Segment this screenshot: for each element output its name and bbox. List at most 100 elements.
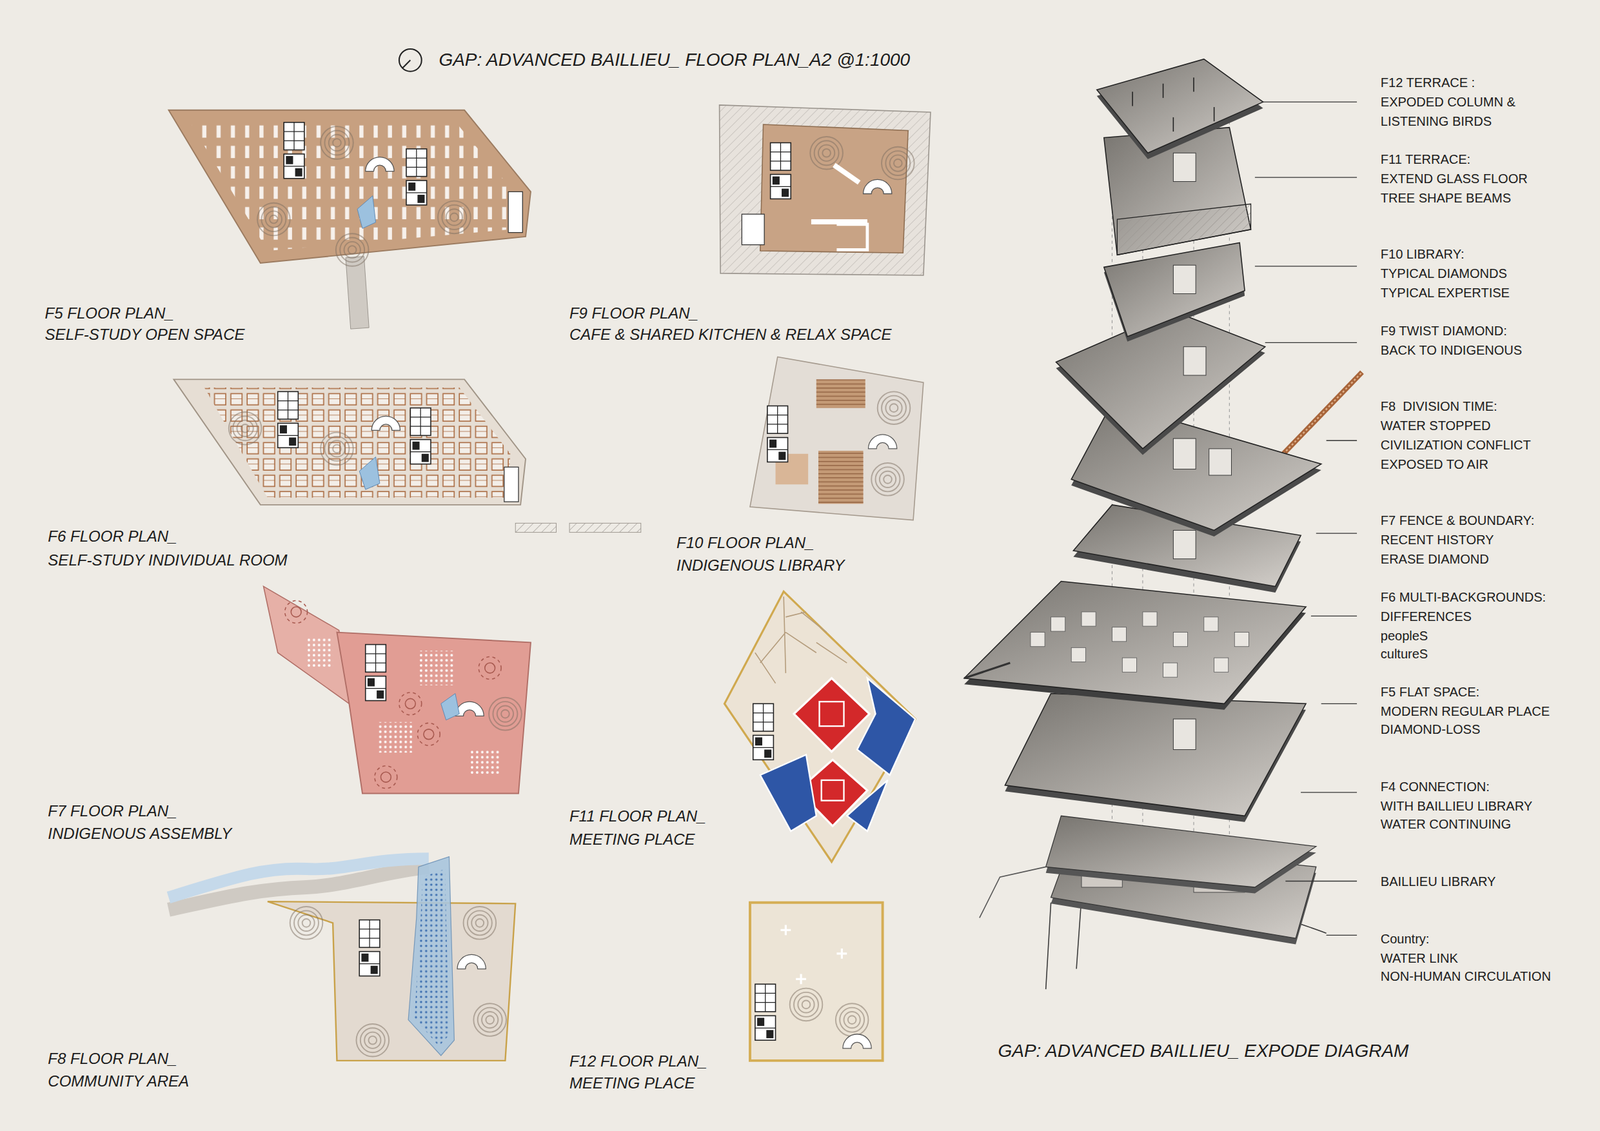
exploded-axonometric	[1030, 632, 1045, 647]
f8-plan	[168, 857, 516, 1061]
plan-caption: INDIGENOUS LIBRARY	[676, 555, 845, 575]
f5-plan	[168, 110, 531, 264]
f11-plan	[755, 596, 847, 683]
callout-text: F6 MULTI-BACKGROUNDS:	[1380, 589, 1546, 605]
f7-plan	[263, 586, 531, 794]
f12-plan	[790, 988, 823, 1022]
callout-text: WATER CONTINUING	[1380, 816, 1512, 832]
f8-plan	[290, 906, 324, 940]
f7-plan	[418, 650, 456, 686]
f5-plan	[437, 201, 471, 235]
plan-caption: F9 FLOOR PLAN_	[569, 303, 699, 323]
f5-plan	[283, 122, 305, 179]
f5-plan	[335, 233, 369, 267]
f6-plan	[569, 523, 642, 533]
callout-text: MODERN REGULAR PLACE	[1380, 703, 1550, 720]
exploded-axonometric	[1163, 662, 1178, 678]
callout-text: F7 FENCE & BOUNDARY:	[1380, 512, 1535, 529]
f5-plan	[320, 126, 354, 160]
f11-plan	[755, 612, 847, 684]
board-title: GAP: ADVANCED BAILLIEU_ FLOOR PLAN_A2 @1…	[438, 49, 910, 72]
f11-plan	[846, 780, 888, 832]
callout-text: F10 LIBRARY:	[1380, 246, 1465, 262]
f11-plan	[724, 591, 916, 862]
f9-plan	[809, 136, 843, 170]
f11-plan	[821, 780, 845, 801]
exploded-axonometric	[1173, 117, 1175, 132]
callout-text: WATER LINK	[1380, 950, 1459, 967]
exploded-axonometric	[979, 866, 1047, 918]
f9-plan	[881, 147, 915, 180]
exploded-axonometric	[1162, 83, 1165, 99]
leader-lines	[1300, 791, 1357, 793]
exploded-axonometric	[1193, 77, 1195, 92]
exploded-axonometric	[1046, 815, 1317, 888]
plan-caption: F12 FLOOR PLAN_	[569, 1051, 707, 1071]
exploded-axonometric	[964, 662, 1010, 679]
f11-plan	[724, 591, 916, 862]
plan-caption: MEETING PLACE	[569, 1074, 696, 1094]
plan-caption: F8 FLOOR PLAN_	[47, 1049, 177, 1069]
f6-plan	[228, 412, 262, 445]
leader-lines	[1254, 101, 1357, 936]
plan-caption: F6 FLOOR PLAN_	[47, 527, 177, 547]
leader-lines	[1254, 177, 1357, 178]
f12-plan	[750, 902, 883, 1061]
f10-plan	[877, 391, 911, 425]
f8-plan	[457, 954, 486, 969]
exploded-axonometric	[1213, 107, 1215, 122]
exploded-axonometric	[1071, 403, 1321, 531]
exploded-axonometric	[1173, 719, 1196, 750]
f6-plan	[359, 457, 380, 491]
f7-plan	[263, 586, 350, 704]
f11-plan	[760, 754, 817, 832]
f11-plan	[819, 701, 845, 727]
f9-plan	[719, 105, 931, 276]
exploded-axonometric	[1081, 612, 1096, 627]
f10-plan	[871, 463, 905, 496]
plan-caption: F11 FLOOR PLAN_	[569, 806, 707, 826]
exploded-axonometric	[1204, 617, 1219, 632]
exploded-axonometric	[1280, 372, 1363, 457]
leader-lines	[1265, 342, 1357, 344]
exploded-axonometric	[1111, 627, 1126, 642]
exploded-axonometric	[1071, 647, 1086, 662]
callout-text: Country:	[1380, 931, 1430, 947]
f10-plan	[750, 357, 924, 521]
exploded-axonometric	[1173, 530, 1196, 559]
f11-plan	[760, 596, 817, 674]
f6-plan	[515, 523, 556, 533]
callout-text: BACK TO INDIGENOUS	[1380, 342, 1522, 358]
f10-plan	[816, 379, 866, 408]
north-symbol	[399, 49, 422, 72]
f12-plan	[780, 925, 847, 985]
f7-plan	[441, 693, 460, 720]
callout-text: DIAMOND-LOSS	[1380, 721, 1481, 738]
f9-plan	[741, 214, 765, 245]
exploded-axonometric	[1209, 448, 1232, 476]
callout-text: CIVILIZATION CONFLICT	[1380, 437, 1531, 453]
f7-plan	[488, 697, 522, 731]
f8-plan	[267, 901, 516, 1061]
plan-caption: F5 FLOOR PLAN_	[45, 303, 175, 323]
exploded-axonometric	[1004, 693, 1306, 816]
f7-plan	[336, 632, 531, 794]
f10-plan	[818, 450, 864, 504]
callout-text: TYPICAL EXPERTISE	[1380, 285, 1510, 301]
f6-plan	[204, 387, 511, 498]
leader-lines	[1321, 703, 1357, 705]
callout-text: WITH BAILLIEU LIBRARY	[1380, 798, 1533, 814]
leader-lines	[1326, 935, 1357, 936]
exploded-axonometric	[1173, 152, 1196, 182]
f6-plan	[371, 415, 400, 431]
callout-text: BAILLIEU LIBRARY	[1380, 873, 1497, 890]
f11-plan	[753, 703, 774, 760]
f7-plan	[399, 692, 422, 716]
exploded-axonometric	[1104, 242, 1245, 337]
f7-plan	[469, 749, 500, 776]
exploded-axonometric	[1214, 657, 1229, 672]
callout-text: cultureS	[1380, 646, 1428, 662]
f10-plan	[816, 379, 866, 408]
exploded-axonometric	[1051, 617, 1066, 632]
